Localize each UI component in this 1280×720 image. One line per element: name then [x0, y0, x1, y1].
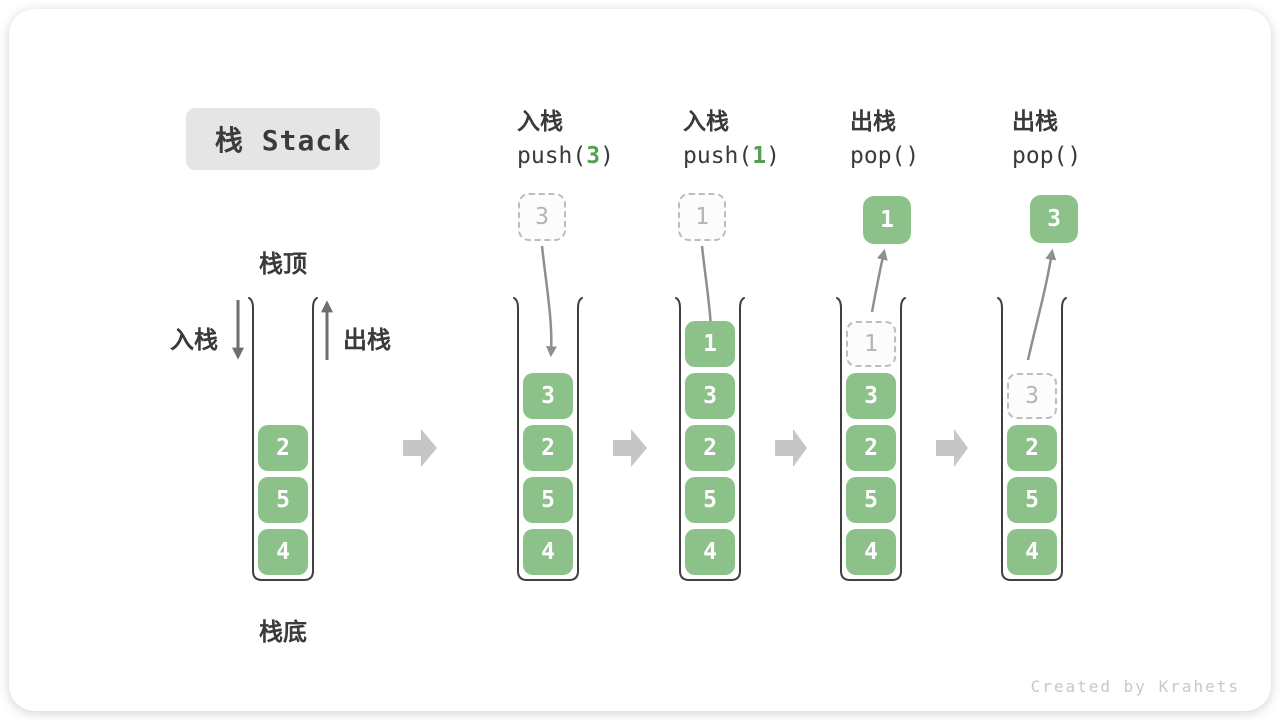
operation-code-label: pop() — [850, 143, 919, 169]
stack-cell: 3 — [685, 373, 735, 419]
stack-cell: 2 — [523, 425, 573, 471]
stack-top-label: 栈顶 — [259, 251, 307, 278]
stack-container-1 — [248, 297, 318, 581]
stack-cell: 4 — [1007, 529, 1057, 575]
stack-cell: 2 — [258, 425, 308, 471]
removed-cell-ghost: 1 — [846, 321, 896, 367]
code-post: ) — [600, 143, 614, 169]
stack-cell: 4 — [846, 529, 896, 575]
stack-cell: 5 — [846, 477, 896, 523]
operation-action-label: 出栈 — [850, 108, 896, 134]
step-arrow-2 — [613, 429, 647, 467]
push-3-arrow — [540, 245, 557, 358]
operation-code-label: push(1) — [683, 143, 780, 169]
operation-header-pop-second: 出栈 pop() — [1012, 108, 1081, 169]
step-arrow-3 — [775, 429, 807, 467]
operation-header-push-1: 入栈 push(1) — [683, 108, 780, 169]
stack-cell: 5 — [1007, 477, 1057, 523]
operation-header-push-3: 入栈 push(3) — [517, 108, 614, 169]
operation-code-label: pop() — [1012, 143, 1081, 169]
popped-item: 3 — [1030, 195, 1078, 243]
stack-cell: 3 — [846, 373, 896, 419]
incoming-item-ghost: 1 — [678, 193, 726, 241]
code-pre: pop() — [850, 143, 920, 169]
stack-cell: 5 — [685, 477, 735, 523]
stack-cell: 1 — [685, 321, 735, 367]
popped-item: 1 — [863, 196, 911, 244]
incoming-item-ghost: 3 — [518, 193, 566, 241]
title-box: 栈 Stack — [186, 108, 380, 170]
operation-action-label: 入栈 — [517, 108, 563, 134]
code-arg: 3 — [586, 143, 601, 169]
pop-3-arrow — [1026, 248, 1057, 361]
operation-header-pop-first: 出栈 pop() — [850, 108, 919, 169]
stack-cell: 5 — [258, 477, 308, 523]
page-title: 栈 Stack — [214, 124, 352, 157]
stack-cell: 2 — [685, 425, 735, 471]
stack-cell: 4 — [685, 529, 735, 575]
stack-container-5 — [997, 297, 1067, 581]
operation-action-label: 出栈 — [1012, 108, 1058, 134]
stack-container-3 — [675, 297, 745, 581]
stack-cell: 2 — [846, 425, 896, 471]
pop-side-label: 出栈 — [343, 327, 391, 354]
stack-cell: 2 — [1007, 425, 1057, 471]
stack-cell: 3 — [523, 373, 573, 419]
stack-container-2 — [513, 297, 583, 581]
code-pre: push( — [517, 143, 587, 169]
code-arg: 1 — [752, 143, 767, 169]
operation-action-label: 入栈 — [683, 108, 729, 134]
step-arrow-1 — [403, 429, 437, 467]
step-arrow-4 — [936, 429, 968, 467]
operation-code-label: push(3) — [517, 143, 614, 169]
code-post: ) — [766, 143, 780, 169]
stack-cell: 4 — [258, 529, 308, 575]
stack-cell: 4 — [523, 529, 573, 575]
pop-1-arrow — [870, 248, 888, 313]
push-side-label: 入栈 — [170, 327, 218, 354]
watermark: Created by Krahets — [1030, 677, 1240, 696]
code-pre: pop() — [1012, 143, 1082, 169]
stack-bottom-label: 栈底 — [259, 619, 307, 646]
removed-cell-ghost: 3 — [1007, 373, 1057, 419]
stack-cell: 5 — [523, 477, 573, 523]
code-pre: push( — [683, 143, 753, 169]
stack-container-4 — [836, 297, 906, 581]
